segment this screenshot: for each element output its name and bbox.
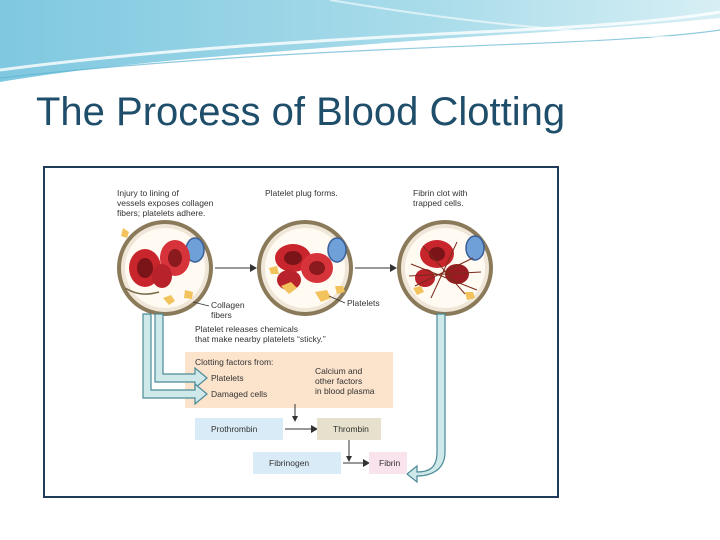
collagen-fibers-label: Collagen fibers (211, 300, 247, 320)
fibrinogen-label: Fibrinogen (269, 458, 309, 468)
vessel-cross-section-injury (117, 220, 213, 316)
blood-clotting-diagram: Injury to lining of vessels exposes coll… (43, 166, 559, 498)
prothrombin-to-thrombin-arrow (285, 425, 318, 433)
platelets-label: Platelets (347, 298, 380, 308)
thrombin-box (317, 418, 381, 440)
damaged-cells-flow-arrow (142, 313, 208, 406)
prothrombin-box (195, 418, 283, 440)
vessel-cross-section-fibrin-clot (397, 220, 493, 316)
clotting-factors-heading: Clotting factors from: (195, 357, 273, 367)
step1-caption: Injury to lining of vessels exposes coll… (117, 188, 216, 218)
step-arrow-2 (355, 264, 397, 272)
fibrin-label: Fibrin (379, 458, 401, 468)
fibrinogen-box (253, 452, 341, 474)
step3-caption: Fibrin clot with trapped cells. (413, 188, 470, 208)
factor-damaged-cells-label: Damaged cells (211, 389, 267, 399)
vessel-cross-section-plug (257, 220, 353, 316)
fibrin-box (369, 452, 407, 474)
factor-platelets-label: Platelets (211, 373, 244, 383)
prothrombin-label: Prothrombin (211, 424, 258, 434)
platelets-flow-arrow (154, 313, 208, 390)
header-wave-decoration (0, 0, 720, 82)
calcium-factors-label: Calcium and other factors in blood plasm… (315, 366, 375, 396)
fibrin-clot-flow-arrow (406, 313, 446, 484)
clotting-factors-panel (185, 352, 393, 408)
fibrinogen-to-fibrin-arrow (343, 459, 370, 467)
slide-title: The Process of Blood Clotting (36, 90, 566, 134)
thrombin-label: Thrombin (333, 424, 369, 434)
platelet-release-caption: Platelet releases chemicals that make ne… (195, 324, 326, 344)
step2-caption: Platelet plug forms. (265, 188, 338, 198)
step-arrow-1 (215, 264, 257, 272)
